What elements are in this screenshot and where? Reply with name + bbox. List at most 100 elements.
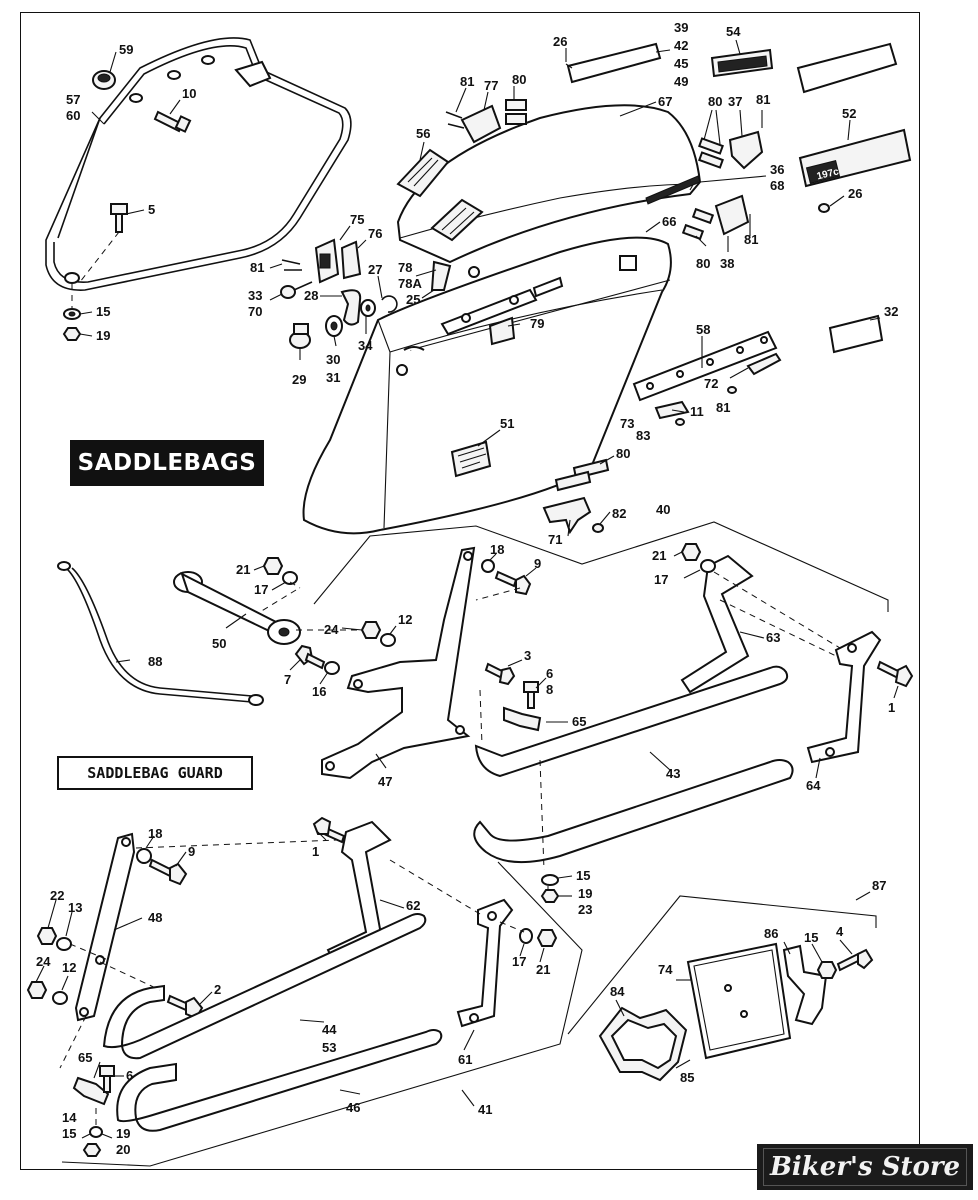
group-bracket-41 bbox=[61, 861, 583, 1167]
ring-27 bbox=[381, 295, 398, 313]
label-41: 41 bbox=[478, 1102, 492, 1117]
emblem-54 bbox=[710, 48, 774, 78]
washer-12b bbox=[52, 991, 68, 1005]
bolt-9b bbox=[148, 858, 188, 886]
label-49: 49 bbox=[674, 74, 688, 89]
catch-28 bbox=[340, 289, 362, 326]
label-21a: 21 bbox=[236, 562, 250, 577]
label-42: 42 bbox=[674, 38, 688, 53]
label-11: 11 bbox=[690, 404, 704, 419]
label-8: 8 bbox=[546, 682, 553, 697]
label-26b: 26 bbox=[848, 186, 862, 201]
nut-19a bbox=[62, 327, 82, 341]
screw-82 bbox=[592, 523, 604, 533]
label-57: 57 bbox=[66, 92, 80, 107]
label-62: 62 bbox=[406, 898, 420, 913]
label-82: 82 bbox=[612, 506, 626, 521]
label-27: 27 bbox=[368, 262, 382, 277]
plate-80a bbox=[505, 99, 527, 125]
label-23: 23 bbox=[578, 902, 592, 917]
hinge-77 bbox=[460, 104, 502, 144]
label-85: 85 bbox=[680, 1070, 694, 1085]
group-bracket-87 bbox=[567, 895, 877, 1035]
label-75: 75 bbox=[350, 212, 364, 227]
latch-front bbox=[430, 198, 484, 242]
label-40: 40 bbox=[656, 502, 670, 517]
hinge-38 bbox=[714, 194, 750, 236]
label-18b: 18 bbox=[148, 826, 162, 841]
bracket-76 bbox=[340, 240, 362, 280]
nut-21b bbox=[680, 543, 702, 561]
washer-34 bbox=[360, 299, 376, 317]
label-1a: 1 bbox=[888, 700, 895, 715]
screw-83 bbox=[675, 418, 685, 426]
label-29: 29 bbox=[292, 372, 306, 387]
label-88: 88 bbox=[148, 654, 162, 669]
washer-15a bbox=[63, 308, 81, 320]
label-5: 5 bbox=[148, 202, 155, 217]
spacer-50 bbox=[173, 571, 301, 645]
bracket-63 bbox=[680, 554, 754, 694]
label-63: 63 bbox=[766, 630, 780, 645]
screw-26b bbox=[818, 203, 830, 213]
label-86: 86 bbox=[764, 926, 778, 941]
label-81d: 81 bbox=[250, 260, 264, 275]
label-18a: 18 bbox=[490, 542, 504, 557]
screw-81a bbox=[445, 111, 465, 129]
emblem-52-plate bbox=[796, 42, 898, 94]
label-22: 22 bbox=[50, 888, 64, 903]
label-7: 7 bbox=[284, 672, 291, 687]
bolt-5 bbox=[110, 203, 128, 233]
nut-21a bbox=[262, 557, 284, 575]
bolt-9a bbox=[494, 570, 532, 596]
plate-80d bbox=[554, 458, 610, 492]
bolt-2 bbox=[166, 994, 204, 1020]
latch-78 bbox=[430, 260, 480, 291]
clamp-65a bbox=[503, 706, 542, 732]
label-47: 47 bbox=[378, 774, 392, 789]
plate-80b bbox=[698, 137, 724, 169]
label-52: 52 bbox=[842, 106, 856, 121]
bolt-10 bbox=[153, 110, 192, 133]
tube-46 bbox=[116, 1029, 443, 1132]
label-48: 48 bbox=[148, 910, 162, 925]
nut-21c bbox=[536, 929, 558, 947]
emblem-84 bbox=[598, 1006, 688, 1082]
label-4: 4 bbox=[836, 924, 844, 939]
label-74: 74 bbox=[658, 962, 673, 977]
label-81c: 81 bbox=[744, 232, 758, 247]
label-66: 66 bbox=[662, 214, 676, 229]
rail-58 bbox=[632, 330, 778, 402]
label-77: 77 bbox=[484, 78, 498, 93]
label-60: 60 bbox=[66, 108, 80, 123]
washer-17b bbox=[700, 559, 716, 573]
label-46: 46 bbox=[346, 1100, 360, 1115]
nut-19b bbox=[540, 889, 560, 903]
label-56: 56 bbox=[416, 126, 430, 141]
label-78a: 78A bbox=[398, 276, 422, 291]
saddlebags-title: SADDLEBAGS bbox=[70, 440, 264, 486]
bolt-1b bbox=[312, 816, 346, 844]
bolt-6a bbox=[523, 681, 539, 709]
label-80b: 80 bbox=[708, 94, 722, 109]
spacer-59 bbox=[92, 70, 116, 90]
nut-20 bbox=[82, 1143, 102, 1157]
diagram-frame bbox=[20, 12, 920, 1170]
washer-17c bbox=[519, 928, 533, 944]
label-9b: 9 bbox=[188, 844, 195, 859]
latch-56 bbox=[396, 148, 450, 198]
clamp-65b bbox=[72, 1076, 110, 1106]
label-65b: 65 bbox=[78, 1050, 92, 1065]
plate-74 bbox=[686, 942, 792, 1060]
label-64: 64 bbox=[806, 778, 821, 793]
washer-15b bbox=[541, 874, 559, 886]
label-6a: 6 bbox=[546, 666, 553, 681]
label-19c: 19 bbox=[116, 1126, 130, 1141]
label-81b: 81 bbox=[756, 92, 770, 107]
label-39: 39 bbox=[674, 20, 688, 35]
bolt-4 bbox=[836, 948, 874, 972]
knob-29 bbox=[289, 323, 311, 349]
bracket-86 bbox=[782, 944, 828, 1026]
label-16: 16 bbox=[312, 684, 326, 699]
